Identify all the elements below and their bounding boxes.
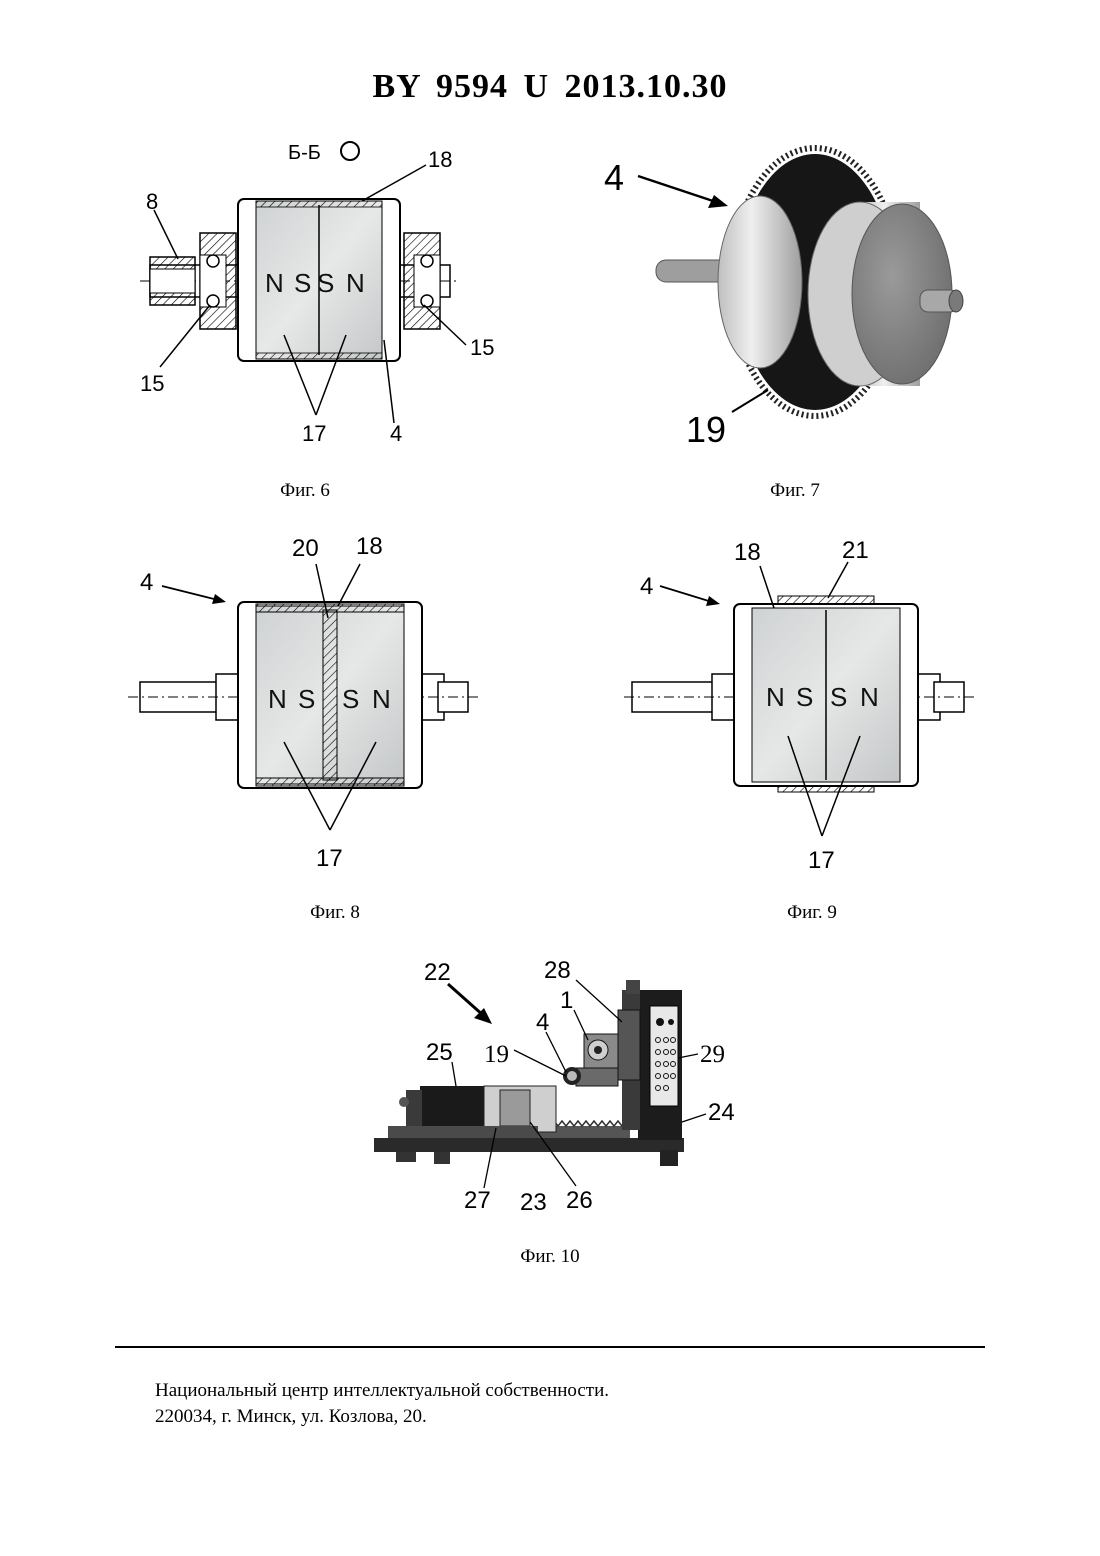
label-26: 26 bbox=[566, 1187, 593, 1214]
label-21: 21 bbox=[842, 537, 869, 564]
label-17: 17 bbox=[316, 845, 343, 872]
pole-label: N bbox=[766, 682, 785, 712]
label-18: 18 bbox=[734, 539, 761, 566]
base-23 bbox=[374, 1138, 684, 1152]
label-4: 4 bbox=[640, 573, 653, 600]
label-4: 4 bbox=[604, 157, 624, 198]
footer: Национальный центр интеллектуальной собс… bbox=[155, 1378, 609, 1430]
footer-address: 220034, г. Минск, ул. Козлова, 20. bbox=[155, 1404, 609, 1430]
pole-label: N bbox=[265, 268, 284, 298]
label-20: 20 bbox=[292, 535, 319, 562]
footer-divider bbox=[115, 1346, 985, 1348]
label-4: 4 bbox=[390, 421, 402, 446]
footer-org: Национальный центр интеллектуальной собс… bbox=[155, 1378, 609, 1404]
label-4: 4 bbox=[140, 569, 153, 596]
figure-7-drawing: 4 19 bbox=[590, 140, 990, 460]
label-4: 4 bbox=[536, 1009, 549, 1036]
label-29: 29 bbox=[700, 1041, 725, 1068]
figure-8-caption: Фиг. 8 bbox=[235, 902, 435, 924]
label-25: 25 bbox=[426, 1039, 453, 1066]
pole-label: S bbox=[830, 682, 847, 712]
label-17: 17 bbox=[808, 847, 835, 874]
label-22: 22 bbox=[424, 959, 451, 986]
pole-label: N bbox=[346, 268, 365, 298]
section-mark-icon bbox=[341, 142, 359, 160]
pole-label: S bbox=[294, 268, 311, 298]
pole-label: N bbox=[860, 682, 879, 712]
pole-label: S bbox=[317, 268, 334, 298]
label-18: 18 bbox=[428, 147, 452, 172]
spacer-20 bbox=[323, 610, 337, 780]
pole-label: S bbox=[796, 682, 813, 712]
document-header: BY 9594 U 2013.10.30 bbox=[0, 68, 1100, 106]
figure-6-caption: Фиг. 6 bbox=[205, 480, 405, 502]
section-label: Б-Б bbox=[288, 142, 321, 164]
label-19: 19 bbox=[484, 1041, 509, 1068]
figure-7-caption: Фиг. 7 bbox=[695, 480, 895, 502]
figure-6-drawing: Б-Б N S S N 18 8 15 15 17 4 bbox=[120, 135, 520, 465]
pointer-arrow-icon bbox=[706, 596, 720, 606]
figure-10-caption: Фиг. 10 bbox=[450, 1246, 650, 1268]
label-24: 24 bbox=[708, 1099, 735, 1126]
pole-label: N bbox=[372, 684, 391, 714]
label-15: 15 bbox=[140, 371, 164, 396]
label-1: 1 bbox=[560, 987, 573, 1014]
pointer-arrow-icon bbox=[708, 195, 728, 208]
pointer-arrow-icon bbox=[212, 594, 226, 604]
label-28: 28 bbox=[544, 957, 571, 984]
pole-label: S bbox=[342, 684, 359, 714]
label-17: 17 bbox=[302, 421, 326, 446]
pole-label: N bbox=[268, 684, 287, 714]
figure-8-drawing: N S S N 4 20 18 17 bbox=[120, 530, 500, 890]
figure-10-drawing: 22 28 1 4 19 25 29 24 27 23 26 bbox=[360, 950, 760, 1220]
figure-9-caption: Фиг. 9 bbox=[712, 902, 912, 924]
label-19: 19 bbox=[686, 409, 726, 450]
figure-9-drawing: N S S N 4 18 21 17 bbox=[620, 530, 990, 890]
label-23: 23 bbox=[520, 1189, 547, 1216]
label-27: 27 bbox=[464, 1187, 491, 1214]
label-18: 18 bbox=[356, 533, 383, 560]
label-15: 15 bbox=[470, 335, 494, 360]
rotor-cylinder-left bbox=[718, 196, 802, 368]
label-8: 8 bbox=[146, 189, 158, 214]
pole-label: S bbox=[298, 684, 315, 714]
